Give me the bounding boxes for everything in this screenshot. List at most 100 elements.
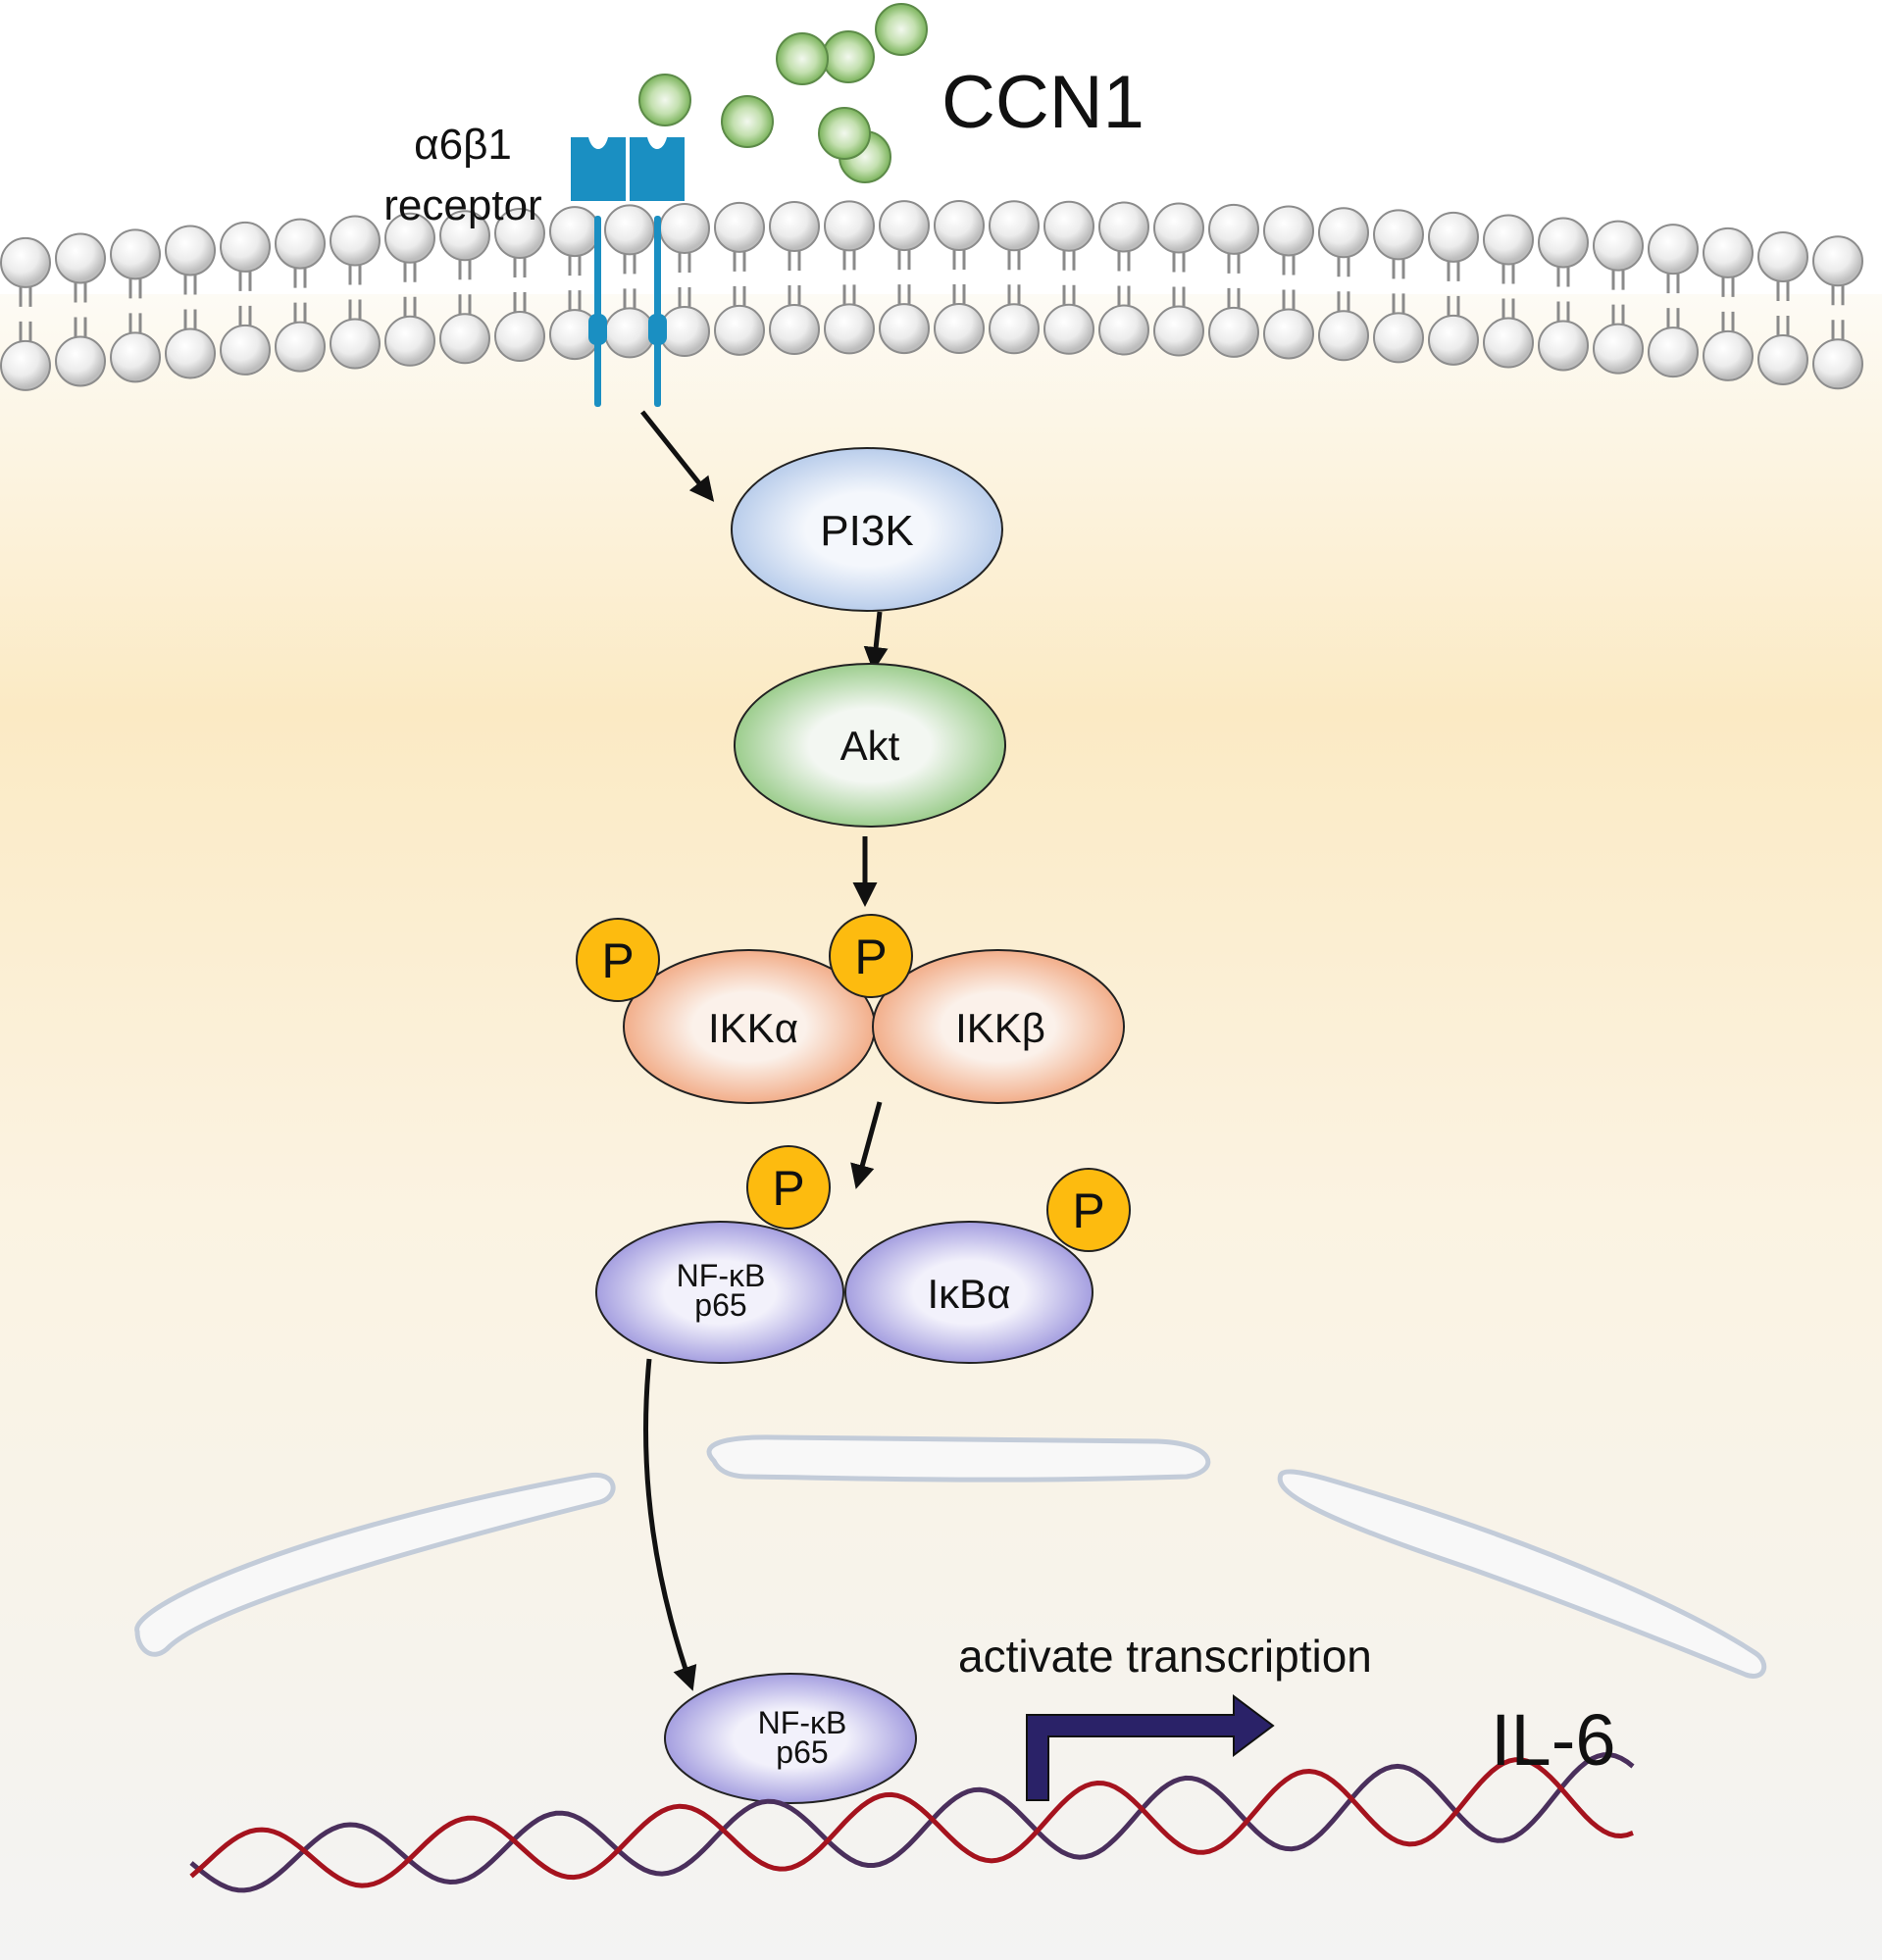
lipid-head: [0, 339, 51, 391]
lipid-head: [1153, 305, 1204, 357]
lipid-head: [934, 303, 985, 355]
ccn1-ligand: [638, 3, 928, 183]
phospho-group: P: [576, 918, 660, 1002]
ccn1-label: CCN1: [941, 61, 1144, 144]
lipid-head: [1538, 320, 1589, 372]
lipid-head: [384, 212, 435, 264]
transcription-start-arrow: [1026, 1694, 1275, 1801]
lipid-tails: [623, 254, 636, 309]
lipid-head: [1098, 201, 1149, 253]
lipid-head: [439, 210, 490, 262]
lipid-head: [439, 313, 490, 365]
lipid-head: [879, 200, 930, 252]
nfkb-nuclear-label-line2: p65: [776, 1734, 828, 1770]
lipid-head: [275, 218, 326, 270]
phospho-group: P: [746, 1145, 831, 1230]
ikba-label: IκBα: [928, 1271, 1011, 1317]
lipid-head: [769, 303, 820, 355]
lipid-head: [1483, 317, 1534, 369]
pathway-arrows: [640, 410, 889, 1691]
receptor-label-line1: α6β1: [414, 121, 512, 169]
lipid-tails: [1062, 250, 1076, 305]
lipid-tails: [1721, 276, 1735, 331]
lipid-tails: [1172, 252, 1186, 307]
lipid-head: [1153, 202, 1204, 254]
lipid-head: [55, 335, 106, 387]
nfkb-nuclear-node: NF-κB p65: [664, 1673, 917, 1804]
lipid-head: [1648, 327, 1699, 378]
phospho-label: P: [772, 1161, 804, 1216]
lipid-tails: [788, 250, 801, 305]
lipid-head: [220, 324, 271, 376]
lipid-tails: [1776, 280, 1790, 335]
lipid-tails: [19, 286, 32, 341]
lipid-tails: [1392, 259, 1405, 314]
er-membranes: [134, 1434, 1767, 1679]
lipid-head: [824, 303, 875, 355]
ikk-beta-label: IKKβ: [955, 1005, 1045, 1051]
lipid-tails: [1227, 253, 1241, 308]
lipid-head: [769, 200, 820, 252]
lipid-head: [1043, 303, 1094, 355]
pi3k-node: PI3K: [731, 447, 1003, 612]
lipid-head: [879, 303, 930, 355]
lipid-tails: [1007, 250, 1021, 305]
lipid-head: [384, 315, 435, 367]
lipid-tails: [842, 250, 856, 305]
lipid-tails: [1282, 255, 1296, 310]
lipid-head: [1098, 304, 1149, 356]
lipid-head: [165, 225, 216, 276]
lipid-head: [1373, 209, 1424, 261]
lipid-head: [989, 303, 1040, 355]
lipid-head: [1263, 308, 1314, 360]
lipid-tails: [733, 251, 746, 306]
lipid-head: [275, 321, 326, 373]
transcription-label: activate transcription: [958, 1631, 1372, 1682]
lipid-tails: [403, 262, 417, 317]
lipid-head: [330, 215, 381, 267]
lipid-head: [1263, 205, 1314, 257]
phospho-label: P: [854, 930, 887, 984]
phospho-group: P: [1046, 1168, 1131, 1252]
lipid-head: [1208, 203, 1259, 255]
lipid-head: [824, 200, 875, 252]
dna-strand-purple: [189, 1752, 1635, 1893]
lipid-tails: [897, 250, 911, 305]
lipid-head: [1593, 323, 1644, 375]
lipid-head: [110, 228, 161, 280]
lipid-head: [1538, 217, 1589, 269]
lipid-tails: [183, 275, 197, 329]
il6-label: IL-6: [1491, 1699, 1616, 1781]
lipid-head: [714, 304, 765, 356]
nfkb-ikba-complex: NF-κB p65 IκBα: [595, 1221, 1094, 1364]
ikk-complex: IKKα IKKβ: [623, 949, 1125, 1104]
lipid-tails: [568, 256, 582, 311]
lipid-tails: [1556, 267, 1570, 322]
lipid-tails: [1501, 264, 1515, 319]
lipid-tails: [952, 250, 966, 305]
lipid-head: [220, 221, 271, 273]
nfkb-nuclear-label-line1: NF-κB: [758, 1705, 847, 1740]
lipid-head: [1812, 235, 1863, 287]
lipid-tails: [74, 282, 87, 337]
lipid-tails: [1831, 285, 1845, 340]
lipid-head: [1318, 207, 1369, 259]
phospho-label: P: [601, 933, 634, 988]
lipid-head: [1428, 314, 1479, 366]
lipid-tails: [1611, 270, 1625, 325]
lipid-tails: [458, 260, 472, 315]
lipid-head: [1703, 329, 1754, 381]
ikk-alpha-label: IKKα: [708, 1005, 798, 1051]
lipid-tails: [513, 258, 527, 313]
akt-node: Akt: [734, 663, 1006, 828]
lipid-head: [604, 204, 655, 256]
lipid-head: [934, 200, 985, 252]
lipid-head: [330, 318, 381, 370]
lipid-tails: [1447, 261, 1460, 316]
lipid-tails: [1117, 251, 1131, 306]
lipid-head: [0, 236, 51, 288]
lipid-head: [989, 200, 1040, 252]
nfkb-label-line2: p65: [694, 1287, 746, 1323]
